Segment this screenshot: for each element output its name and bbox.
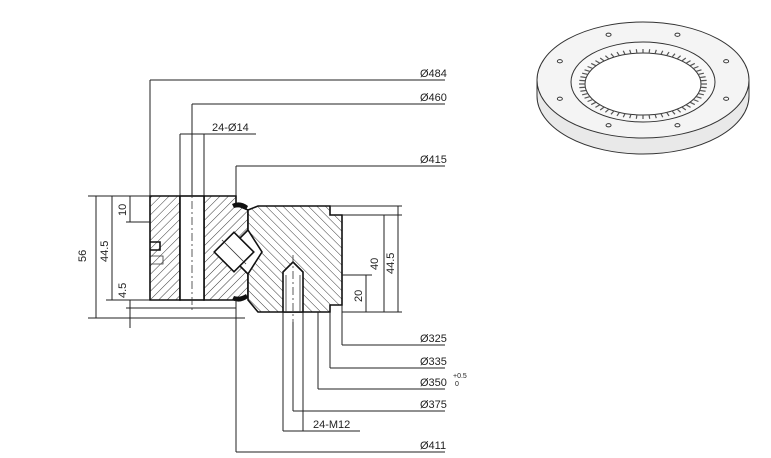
mounting-hole: [605, 32, 612, 37]
gear-tooth: [590, 62, 597, 67]
dim-h56: 56: [77, 250, 89, 262]
gear-tooth: [699, 89, 706, 92]
mounting-hole: [556, 59, 563, 64]
outer-ring-section: [149, 195, 181, 301]
dim-d350: Ø350: [420, 377, 447, 389]
gear-tooth: [660, 50, 664, 55]
outer-ring-groove: [150, 241, 161, 251]
gear-tooth: [698, 92, 704, 96]
gear-tooth: [671, 53, 676, 58]
gear-tooth: [616, 51, 620, 57]
mounting-hole: [723, 96, 730, 101]
dim-d325: Ø325: [420, 333, 447, 345]
mounting-hole: [605, 123, 612, 128]
gear-tooth: [676, 55, 682, 60]
gear-tooth: [635, 114, 638, 119]
gear-tooth: [648, 49, 651, 54]
gear-tooth: [676, 108, 682, 113]
gear-tooth: [629, 114, 632, 119]
dim-d484: Ø484: [420, 68, 447, 80]
mounting-hole: [674, 32, 681, 37]
dim-h20: 20: [353, 290, 365, 302]
dim-d375: Ø375: [420, 399, 447, 411]
gear-tooth: [584, 96, 591, 99]
gear-tooth: [654, 49, 657, 54]
gear-tooth: [666, 111, 670, 117]
gear-tooth: [685, 104, 691, 108]
mounting-hole: [674, 123, 681, 128]
gear-tooth: [689, 62, 696, 67]
dim-d460: Ø460: [420, 92, 447, 104]
gear-tooth: [584, 69, 591, 72]
gear-tooth: [622, 50, 626, 55]
dim-threads: 24-M12: [313, 419, 350, 431]
gear-tooth: [666, 51, 670, 57]
gear-tooth: [695, 69, 702, 72]
gear-tooth: [587, 65, 593, 70]
seal-bottom: [232, 294, 248, 302]
gear-tooth: [681, 106, 687, 111]
gear-tooth: [685, 60, 691, 64]
dim-h44-5-left: 44.5: [99, 241, 111, 262]
gear-tooth: [693, 98, 699, 103]
dim-d335: Ø335: [420, 356, 447, 368]
dim-d350-tol-upper: +0.5: [453, 373, 467, 380]
dim-d415: Ø415: [420, 154, 447, 166]
gear-tooth: [681, 57, 687, 62]
gear-tooth: [604, 108, 610, 113]
gear-tooth: [587, 98, 593, 103]
height-dimensions: 56 44.5 10 4.5 40 44.5 20: [77, 195, 402, 328]
gear-tooth: [599, 57, 605, 62]
gear-tooth: [622, 113, 626, 118]
gear-tooth: [648, 114, 651, 119]
seal-top: [232, 202, 248, 210]
dim-holes-top: 24-Ø14: [212, 122, 249, 134]
mounting-hole: [556, 96, 563, 101]
gear-tooth: [699, 76, 706, 79]
dim-h44-5-right: 44.5: [385, 253, 397, 274]
gear-tooth: [610, 110, 615, 115]
dim-d350-tol-lower: 0: [455, 381, 459, 388]
gear-tooth: [629, 49, 632, 54]
dim-h10: 10: [117, 204, 129, 216]
gear-tooth: [671, 110, 676, 115]
mounting-hole: [723, 59, 730, 64]
gear-tooth: [654, 114, 657, 119]
gear-tooth: [660, 113, 664, 118]
gear-tooth: [695, 96, 702, 99]
gear-tooth: [582, 72, 588, 76]
gear-tooth: [580, 76, 587, 79]
inner-ring-section: [247, 205, 343, 313]
gear-tooth: [595, 104, 601, 108]
gear-tooth: [635, 49, 638, 54]
gear-tooth: [610, 53, 615, 58]
gear-tooth: [580, 89, 587, 92]
gear-teeth: [579, 49, 707, 119]
gear-tooth: [604, 55, 610, 60]
gear-tooth: [595, 60, 601, 64]
bearing-3d-view: [536, 21, 750, 155]
gear-tooth: [698, 72, 704, 76]
gear-tooth: [693, 65, 699, 70]
gear-bore: [584, 52, 702, 116]
dim-h4-5: 4.5: [117, 283, 129, 298]
gear-tooth: [616, 111, 620, 117]
diameter-dimensions: Ø484 Ø460 24-Ø14 Ø415 Ø325 Ø335 Ø350 +0.…: [149, 68, 467, 453]
mounting-holes: [556, 32, 730, 128]
gear-tooth: [599, 106, 605, 111]
gear-tooth: [582, 92, 588, 96]
bearing-cross-section: [149, 185, 343, 322]
dim-h40: 40: [369, 258, 381, 270]
gear-tooth: [689, 101, 696, 106]
gear-tooth: [590, 101, 597, 106]
dim-d411: Ø411: [420, 440, 446, 452]
